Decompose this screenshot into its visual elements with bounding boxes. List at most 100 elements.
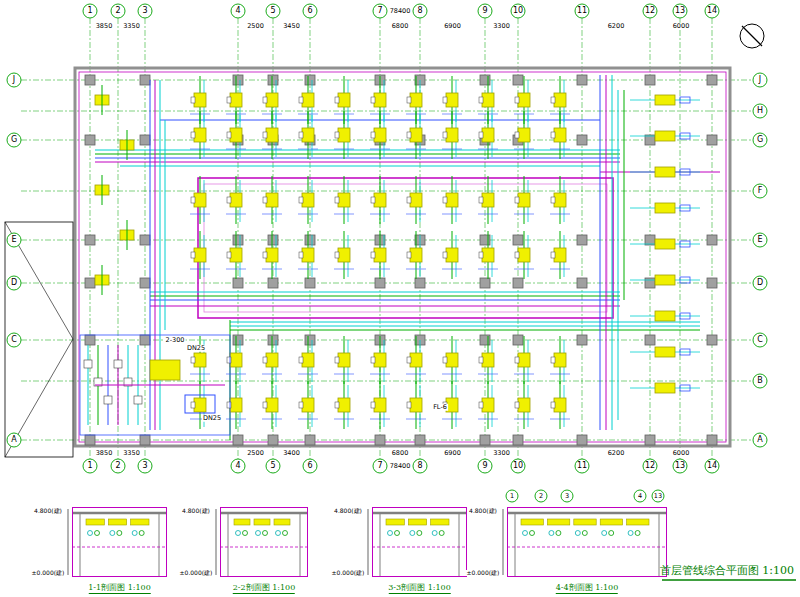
pipe-line bbox=[150, 292, 620, 293]
fan-coil-unit bbox=[194, 93, 206, 107]
structural-column bbox=[645, 75, 655, 85]
pipe-section bbox=[243, 531, 248, 536]
riser-pipe bbox=[88, 345, 89, 425]
valve-symbol bbox=[515, 252, 519, 258]
pipe-section bbox=[276, 531, 281, 536]
valve-symbol bbox=[479, 197, 483, 203]
structural-column bbox=[85, 135, 95, 145]
equipment-rect bbox=[680, 97, 690, 103]
branch-pipe bbox=[478, 214, 498, 215]
grid-line bbox=[21, 340, 753, 341]
valve-symbol bbox=[299, 197, 303, 203]
branch-pipe bbox=[514, 269, 534, 270]
grid-bubble: 13 bbox=[654, 493, 662, 500]
fan-coil-unit bbox=[374, 128, 386, 142]
valve-symbol bbox=[443, 357, 447, 363]
grid-bubble: 1 bbox=[510, 493, 514, 500]
structural-column bbox=[707, 278, 717, 288]
grid-line bbox=[21, 191, 753, 192]
pipe-tag: 2-300 bbox=[165, 337, 186, 344]
valve-symbol bbox=[479, 402, 483, 408]
branch-pipe bbox=[514, 214, 534, 215]
valve-symbol bbox=[227, 97, 231, 103]
grid-bubble: 5 bbox=[270, 7, 275, 15]
dimension-text: 6800 bbox=[391, 450, 410, 457]
branch-pipe bbox=[298, 214, 318, 215]
detail-line bbox=[5, 222, 73, 339]
dimension-text: 78400 bbox=[389, 8, 412, 15]
grid-bubble: G bbox=[757, 136, 763, 144]
pipe-section bbox=[410, 531, 415, 536]
pipe-section bbox=[635, 531, 640, 536]
fan-coil-unit bbox=[655, 311, 675, 321]
fan-coil-unit bbox=[655, 131, 675, 141]
section-caption: 4-4剖面图 1:100 bbox=[556, 583, 618, 594]
section-caption: 2-2剖面图 1:100 bbox=[233, 583, 295, 594]
pipe-line bbox=[230, 326, 700, 327]
fan-coil-unit bbox=[518, 128, 530, 142]
fan-coil-unit bbox=[655, 347, 675, 357]
pipe-section bbox=[117, 531, 122, 536]
grid-bubble-ring bbox=[511, 4, 525, 18]
pipe-section bbox=[417, 531, 422, 536]
pipe-section bbox=[256, 531, 261, 536]
valve-symbol bbox=[515, 197, 519, 203]
valve-symbol bbox=[371, 357, 375, 363]
grid-bubble: C bbox=[11, 336, 17, 344]
structural-column bbox=[140, 235, 150, 245]
grid-bubble: 3 bbox=[142, 462, 147, 470]
valve-symbol bbox=[515, 132, 519, 138]
dimension-text: 6900 bbox=[443, 23, 462, 30]
fan-coil-unit bbox=[518, 193, 530, 207]
fan-coil-unit bbox=[554, 93, 566, 107]
valve-symbol bbox=[263, 132, 267, 138]
duct-ring bbox=[204, 184, 607, 312]
structural-column bbox=[513, 75, 523, 85]
grid-bubble: A bbox=[757, 436, 762, 444]
drawing-title: 首层管线综合平面图 1:100 bbox=[660, 563, 794, 578]
pipe-line bbox=[165, 120, 166, 330]
structural-column bbox=[645, 235, 655, 245]
grid-bubble-ring bbox=[231, 4, 245, 18]
grid-bubble-ring bbox=[753, 374, 767, 388]
grid-bubble-ring bbox=[7, 233, 21, 247]
branch-pipe bbox=[370, 149, 390, 150]
structural-column bbox=[233, 435, 243, 445]
duct-section bbox=[408, 519, 426, 525]
fan-coil-unit bbox=[302, 398, 314, 412]
fan-coil-unit bbox=[554, 128, 566, 142]
pipe-line bbox=[150, 300, 620, 301]
grid-line bbox=[21, 80, 753, 81]
branch-pipe bbox=[102, 85, 103, 115]
structural-column bbox=[707, 235, 717, 245]
grid-bubble: 13 bbox=[675, 7, 685, 15]
equipment-rect bbox=[680, 169, 690, 175]
valve-symbol bbox=[299, 402, 303, 408]
duct-section bbox=[274, 519, 290, 525]
duct-section bbox=[86, 519, 104, 525]
pump-symbol bbox=[84, 360, 92, 368]
pipe-section bbox=[582, 531, 587, 536]
grid-bubble-ring bbox=[83, 4, 97, 18]
branch-pipe bbox=[298, 269, 318, 270]
pipe-section bbox=[549, 531, 554, 536]
fan-coil-unit bbox=[338, 248, 350, 262]
fan-coil-unit bbox=[655, 275, 675, 285]
grid-bubble: 7 bbox=[377, 7, 382, 15]
structural-column bbox=[577, 75, 587, 85]
fan-coil-unit bbox=[410, 248, 422, 262]
grid-bubble: 1 bbox=[87, 7, 92, 15]
north-arrow bbox=[742, 26, 762, 46]
grid-bubble-ring bbox=[705, 459, 719, 473]
structural-column bbox=[140, 278, 150, 288]
branch-pipe bbox=[478, 419, 498, 420]
grid-bubble: 9 bbox=[482, 7, 487, 15]
structural-column bbox=[645, 435, 655, 445]
dimension-line bbox=[368, 509, 369, 575]
grid-bubble: 8 bbox=[417, 7, 422, 15]
structural-column bbox=[415, 278, 425, 288]
valve-symbol bbox=[191, 132, 195, 138]
grid-bubble: 3 bbox=[142, 7, 147, 15]
structural-column bbox=[140, 435, 150, 445]
pipe-section bbox=[283, 531, 288, 536]
